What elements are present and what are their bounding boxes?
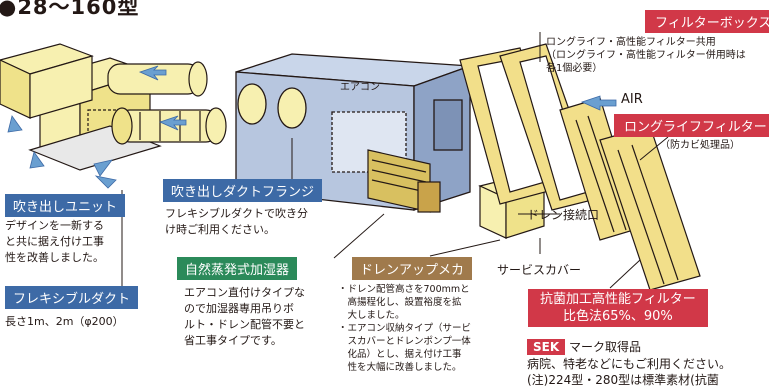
airflow-arrows (7, 65, 187, 189)
humidifier-desc: エアコン直付けタイプな ので加湿器専用吊りボ ルト・ドレン配管不要と 省工事タイ… (184, 286, 305, 347)
service-cover-label: サービスカバー (497, 263, 582, 277)
hepa-filter-label: 抗菌加工高性能フィルター 比色法65%、90% (528, 289, 708, 327)
long-life-filter-desc: （防カビ処理品） (660, 140, 740, 151)
hepa-filter-desc: 病院、特老などにもご利用ください。 (注)224型・280型は標準素材(抗菌 (527, 357, 732, 387)
sek-mark-line: SEK マーク取得品 (527, 338, 641, 355)
outlet-unit-illustration (0, 43, 162, 171)
flexible-duct-label: フレキシブルダクト (5, 286, 139, 309)
flexible-duct-illustration (107, 61, 227, 145)
filter-box-label: フィルターボックス (645, 10, 769, 33)
air-arrow-icon (580, 95, 617, 111)
drain-up-desc: ・ドレン配管高さを700mmと 高揚程化し、設置裕度を拡 大しました。 ・エアコ… (338, 284, 472, 373)
filter-panels-illustration (559, 97, 701, 291)
humidifier-illustration (367, 149, 441, 213)
long-life-filter-label: ロングライフフィルター (614, 114, 769, 137)
duct-flange-desc: フレキシブルダクトで吹き分 け時ご利用ください。 (165, 207, 308, 236)
filter-box-desc: ロングライフ・高性能フィルター共用 （ロングライフ・高性能フィルター併用時は 各… (546, 37, 746, 74)
outlet-unit-label: 吹き出しユニット (5, 194, 126, 217)
drain-port-label: ドレン接続口 (527, 208, 600, 222)
air-label: AIR (621, 92, 643, 107)
humidifier-label: 自然蒸発式加湿器 (177, 257, 298, 280)
flexible-duct-desc: 長さ1m、2m（φ200） (5, 315, 124, 328)
drain-up-label: ドレンアップメカ (352, 257, 473, 280)
duct-flange-label: 吹き出しダクトフランジ (163, 179, 323, 202)
outlet-unit-desc: デザインを一新する と共に据え付け工事 性を改善しました。 (5, 219, 104, 264)
sek-badge: SEK (527, 339, 566, 355)
page-title: ●28〜160型 (0, 0, 140, 19)
unit-label: エアコン (340, 82, 380, 93)
filter-box-illustration (459, 43, 601, 211)
